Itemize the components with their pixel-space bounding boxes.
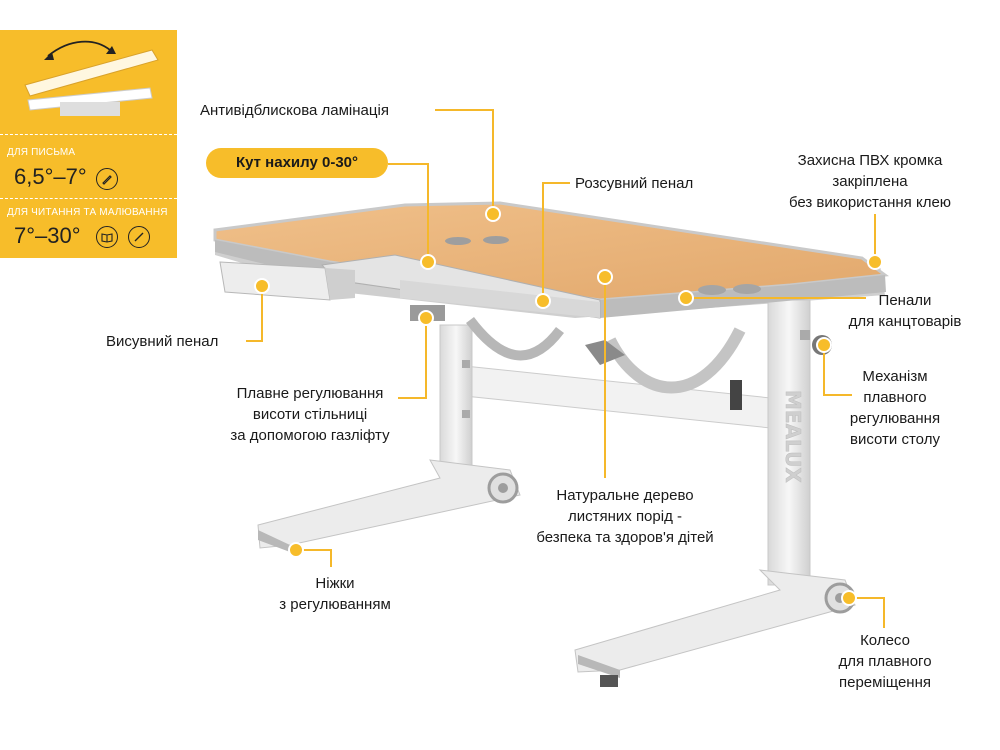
callout-line-mechanism [823,345,852,396]
dot-gaslift [418,310,434,326]
label-pencil-cases: Пенали для канцтоварів [848,292,962,330]
tilt-angle-badge: Кут нахилу 0-30° [206,148,388,178]
callout-dots [254,206,883,606]
label-pvc-edge: Захисна ПВХ кромка закріплена без викори… [788,152,952,211]
dot-legs [288,542,304,558]
callout-line-anti-glare [435,109,494,214]
reading-caption: ДЛЯ ЧИТАННЯ ТА МАЛЮВАННЯ [7,207,168,218]
pen-icon [96,168,118,190]
dot-wood [597,269,613,285]
callout-line-sliding-case [542,182,570,301]
label-drawer-case: Висувний пенал [106,333,219,350]
writing-value: 6,5°–7° [14,164,87,189]
dot-tilt [420,254,436,270]
dot-pencil-cases [678,290,694,306]
callout-line-gaslift [398,318,427,399]
dot-mechanism [816,337,832,353]
label-smooth-mechanism: Механізм плавного регулювання висоти сто… [849,368,941,448]
label-anti-glare: Антивідблискова ламінація [200,102,389,119]
dot-anti-glare [485,206,501,222]
dot-wheel [841,590,857,606]
callout-lines [246,109,885,628]
label-gaslift: Плавне регулювання висоти стільниці за д… [230,385,390,444]
dot-sliding-case [535,293,551,309]
dot-drawer [254,278,270,294]
callout-line-tilt [388,163,429,262]
label-sliding-case: Розсувний пенал [575,175,694,192]
label-natural-wood: Натуральне дерево листяних порід - безпе… [536,487,714,546]
brush-icon [128,226,150,248]
brand-text: MEALUX [781,390,805,483]
callout-line-legs [296,549,332,567]
tilt-diagram-icon [24,40,159,116]
writing-caption: ДЛЯ ПИСЬМА [7,147,76,158]
callout-line-drawer [246,286,263,342]
callout-line-wheel [849,597,885,628]
tilt-info-panel: ДЛЯ ПИСЬМА 6,5°–7° ДЛЯ ЧИТАННЯ ТА МАЛЮВА… [0,30,177,258]
label-wheel: Колесо для плавного переміщення [838,632,932,691]
label-legs: Ніжки з регулюванням [279,575,391,613]
book-icon [96,226,118,248]
reading-value: 7°–30° [14,223,81,248]
dot-pvc-edge [867,254,883,270]
